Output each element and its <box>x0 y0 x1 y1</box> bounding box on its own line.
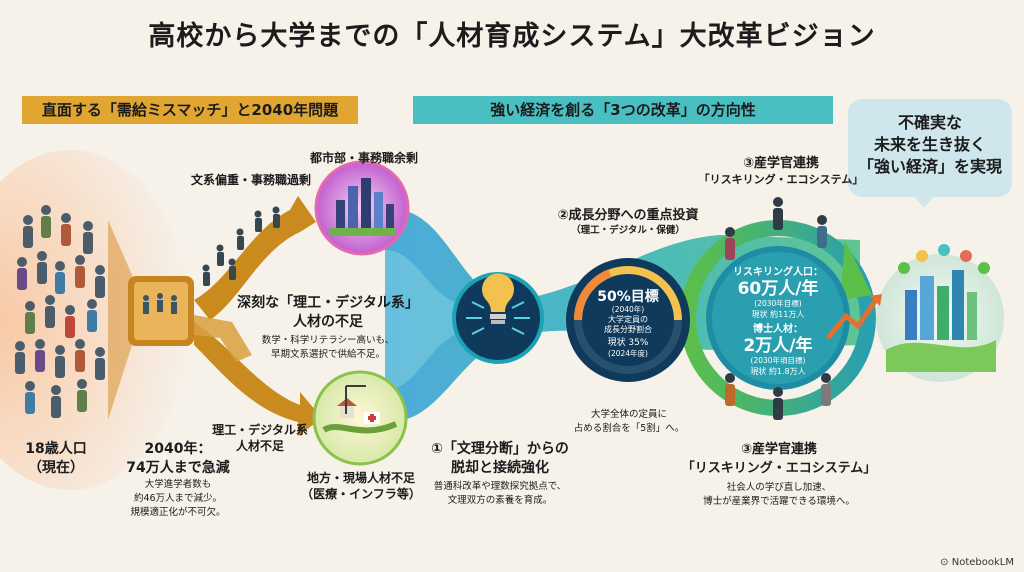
reform-2-line-1: ②成長分野への重点投資 <box>557 208 699 223</box>
humanities-excess-label: 文系偏重・事務職過剰 <box>190 173 311 187</box>
regional-label: 地方・現場人材不足 （医療・インフラ等） <box>296 470 426 502</box>
footer-brand-label: NotebookLM <box>951 557 1014 568</box>
phd-value: 2万人/年 <box>743 336 813 356</box>
reform-3-bottom-block: ③産学官連携 「リスキリング・エコシステム」 社会人の学び直し加速、 博士が産業… <box>676 440 882 509</box>
stem-lack-line-1: 理工・デジタル系 <box>212 423 308 437</box>
year2040-block: 2040年： 74万人まで急減 大学進学者数も 約46万人まで減少。 規模適正化… <box>108 440 248 520</box>
gauge-desc-2: 成長分野割合 <box>604 325 652 334</box>
gauge-current-year: (2024年度) <box>608 349 648 358</box>
age18-label: 18歳人口 （現在） <box>8 440 104 478</box>
reform-3-top-line-2: 「リスキリング・エコシステム」 <box>698 173 864 186</box>
funnel-shape <box>108 220 132 420</box>
age18-line-2: （現在） <box>28 460 84 476</box>
stem-lack-line-2: 人材不足 <box>235 439 284 453</box>
urban-surplus-label: 都市部・事務職余剰 <box>309 151 418 165</box>
year2040-desc-1: 大学進学者数も <box>144 479 212 490</box>
reform-3-bottom-line-1: ③産学官連携 <box>740 442 817 457</box>
section-header-right: 強い経済を創る「3つの改革」の方向性 <box>413 96 833 124</box>
reform-1-line-2: 脱却と接続強化 <box>451 460 549 476</box>
regional-line-2: （医療・インフラ等） <box>301 487 421 501</box>
gauge-target-year: (2040年) <box>611 305 645 314</box>
gauge-circle <box>566 258 690 382</box>
vision-line-2: 未来を生き抜く <box>873 135 986 154</box>
phd-now: 現状 約1.8万人 <box>750 367 806 376</box>
reform-3-top-header: ③産学官連携 「リスキリング・エコシステム」 <box>686 156 876 188</box>
notebook-icon: ⊙ <box>940 557 949 568</box>
gauge-desc-1: 大学定員の <box>608 315 648 324</box>
reform-1-desc-2: 文理双方の素養を育成。 <box>447 495 553 506</box>
reform-3-top-line-1: ③産学官連携 <box>742 156 819 171</box>
page-title: 高校から大学までの「人材育成システム」大改革ビジョン <box>148 21 876 52</box>
reskill-target: (2030年目標) <box>754 299 802 308</box>
stem-shortage-desc-2: 早期文系選択で供給不足。 <box>270 349 385 360</box>
vision-line-3: 「強い経済」を実現 <box>857 157 1002 176</box>
stem-shortage-block: 深刻な「理工・デジタル系」 人材の不足 数学・科学リテラシー高いも、 早期文系選… <box>222 294 434 362</box>
gauge-target: 50%目標 <box>597 289 659 305</box>
reform-2-header: ②成長分野への重点投資 （理工・デジタル・保健） <box>534 208 722 238</box>
reform-2-note: 大学全体の定員に 占める割合を「5割」へ。 <box>566 408 692 436</box>
year2040-desc-2: 約46万人まで減少。 <box>133 493 223 504</box>
arrow-upper <box>194 196 316 320</box>
age18-line-1: 18歳人口 <box>25 441 87 457</box>
gauge-current-arc <box>573 269 612 321</box>
stem-shortage-desc-1: 数学・科学リテラシー高いも、 <box>261 335 395 346</box>
gauge-current: 現状 35% <box>607 338 649 348</box>
vision-bubble: 不確実な 未来を生き抜く 「強い経済」を実現 <box>848 99 1012 197</box>
reskill-label: リスキリング人口： <box>733 267 823 278</box>
reskill-value: 60万人/年 <box>737 279 819 299</box>
year2040-line-1: 2040年： <box>144 441 212 457</box>
arrow-lower <box>194 322 322 436</box>
reform-1-block: ①「文理分断」からの 脱却と接続強化 普通科改革や理数探究拠点で、 文理双方の素… <box>414 440 586 508</box>
stem-shortage-line-1: 深刻な「理工・デジタル系」 <box>237 295 419 311</box>
regional-village-circle <box>312 370 408 466</box>
vision-bubble-tail <box>914 196 934 208</box>
phd-target: (2030年頃目標) <box>750 356 806 365</box>
growth-arrow-icon <box>826 298 879 340</box>
crowd-icon <box>15 205 105 418</box>
reform-3-desc-2: 博士が産業界で活躍できる環境へ。 <box>703 496 855 507</box>
reform-3-desc-1: 社会人の学び直し加速、 <box>726 482 832 493</box>
reform-1-line-1: ①「文理分断」からの <box>431 441 569 457</box>
reskill-stats: リスキリング人口： 60万人/年 (2030年目標) 現状 約11万人 博士人材… <box>722 266 834 377</box>
reskill-now: 現状 約11万人 <box>751 310 805 319</box>
regional-line-1: 地方・現場人材不足 <box>306 471 415 485</box>
reform-3-bottom-line-2: 「リスキリング・エコシステム」 <box>681 461 877 476</box>
stem-shortage-line-2: 人材の不足 <box>293 314 363 330</box>
reform-2-note-1: 大学全体の定員に <box>590 409 667 420</box>
reform-2-line-2: （理工・デジタル・保健） <box>571 225 685 236</box>
section-header-left: 直面する「需給ミスマッチ」と2040年問題 <box>22 96 358 124</box>
reform-2-note-2: 占める割合を「5割」へ。 <box>573 423 685 434</box>
phd-label: 博士人材： <box>753 324 803 335</box>
year2040-line-2: 74万人まで急減 <box>126 460 230 476</box>
stem-lack-label: 理工・デジタル系 人材不足 <box>200 422 320 454</box>
footer-brand: ⊙ NotebookLM <box>940 557 1014 568</box>
year2040-desc-3: 規模適正化が不可欠。 <box>130 507 226 518</box>
vision-line-1: 不確実な <box>897 113 962 132</box>
reform-1-desc-1: 普通科改革や理数探究拠点で、 <box>433 481 567 492</box>
gauge-label-block: 50%目標 (2040年) 大学定員の 成長分野割合 現状 35% (2024年… <box>588 289 668 359</box>
